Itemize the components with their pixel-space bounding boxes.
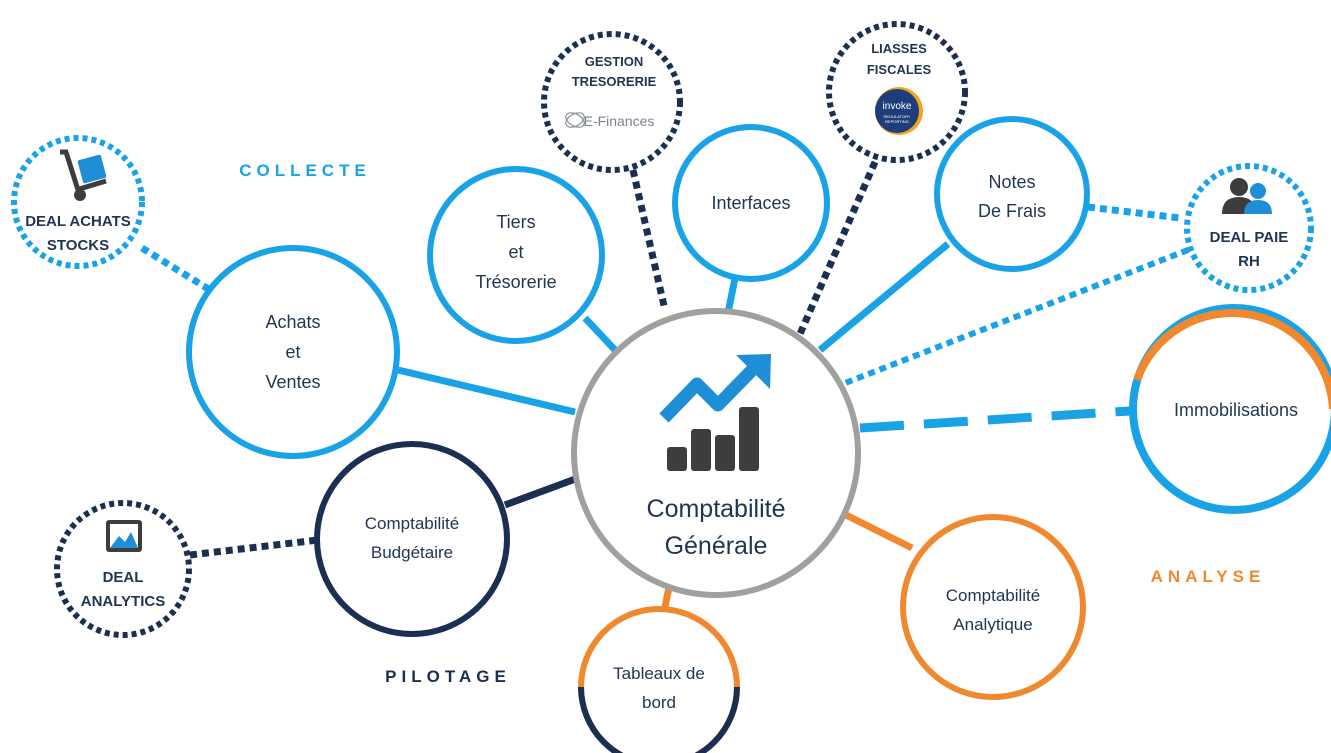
center-node-comptabilite-generale[interactable]: Comptabilité Générale: [571, 308, 861, 598]
connector-budgetaire: [503, 474, 580, 509]
node-interfaces[interactable]: Interfaces: [672, 124, 830, 282]
satellite-liasses-fiscales[interactable]: LIASSES FISCALES invoke REGULATORY REPOR…: [826, 21, 968, 163]
node-achats-et-ventes[interactable]: Achats et Ventes: [186, 245, 400, 459]
connector-gestion-tresorerie: [629, 169, 669, 311]
connector-achats: [397, 366, 576, 416]
satellite-deal-achats-line2: STOCKS: [47, 237, 109, 254]
connector-deal-analytics: [189, 536, 319, 559]
node-notes-line2: De Frais: [978, 201, 1046, 221]
node-interfaces-label: Interfaces: [711, 193, 790, 213]
node-achats-line2: et: [285, 342, 300, 362]
node-analytique-line1: Comptabilité: [946, 586, 1041, 605]
node-comptabilite-budgetaire[interactable]: Comptabilité Budgétaire: [314, 441, 510, 637]
satellite-deal-paie-line1: DEAL PAIE: [1210, 229, 1289, 246]
connector-deal-paie-center: [838, 247, 1190, 388]
connectors: [140, 160, 1190, 613]
node-analytique-line2: Analytique: [953, 615, 1032, 634]
satellite-gestion-line2: TRESORERIE: [572, 74, 657, 89]
node-tiers-line1: Tiers: [496, 212, 535, 232]
satellite-deal-analytics-line1: DEAL: [103, 569, 144, 586]
connector-immobilisations: [859, 406, 1131, 433]
connector-deal-paie-notes: [1087, 203, 1181, 222]
growth-chart-icon: [659, 354, 771, 471]
section-label-pilotage: PILOTAGE: [385, 667, 511, 686]
node-tiers-line3: Trésorerie: [475, 272, 556, 292]
center-title-line1: Comptabilité: [647, 495, 786, 523]
satellite-deal-analytics[interactable]: DEAL ANALYTICS: [54, 500, 192, 638]
connector-tiers: [582, 315, 618, 353]
node-notes-line1: Notes: [988, 172, 1035, 192]
hand-truck-icon: [60, 149, 107, 201]
node-tableaux-de-bord[interactable]: Tableaux de bord: [578, 606, 740, 753]
section-label-analyse: ANALYSE: [1151, 567, 1266, 586]
invoke-logo-sub1: REGULATORY: [883, 114, 910, 119]
node-achats-line3: Ventes: [265, 372, 320, 392]
analytics-screen-icon: [106, 520, 142, 552]
connector-deal-achats: [140, 245, 212, 293]
node-budgetaire-line2: Budgétaire: [371, 543, 453, 562]
node-tableaux-line1: Tableaux de: [613, 664, 705, 683]
node-notes-de-frais[interactable]: Notes De Frais: [934, 116, 1090, 272]
node-tiers-line2: et: [508, 242, 523, 262]
node-tableaux-line2: bord: [642, 693, 676, 712]
invoke-logo-sub2: REPORTING: [885, 119, 909, 124]
invoke-logo: invoke REGULATORY REPORTING: [875, 87, 923, 135]
efinances-logo: E-Finances: [565, 112, 655, 129]
node-budgetaire-line1: Comptabilité: [365, 514, 460, 533]
satellite-deal-achats-line1: DEAL ACHATS: [25, 213, 131, 230]
node-immobilisations-label: Immobilisations: [1174, 400, 1298, 420]
satellite-deal-achats-stocks[interactable]: DEAL ACHATS STOCKS: [11, 135, 145, 269]
node-achats-line1: Achats: [265, 312, 320, 332]
satellite-deal-paie-rh[interactable]: DEAL PAIE RH: [1184, 163, 1314, 293]
section-label-collecte: COLLECTE: [239, 161, 371, 180]
node-immobilisations[interactable]: Immobilisations: [1129, 304, 1331, 514]
connector-notes: [817, 241, 951, 353]
satellite-gestion-tresorerie[interactable]: GESTION TRESORERIE E-Finances: [541, 31, 683, 173]
satellite-deal-paie-line2: RH: [1238, 253, 1260, 270]
center-title-line2: Générale: [665, 532, 768, 560]
connector-analytique: [840, 509, 914, 552]
connector-liasses: [796, 160, 879, 336]
satellite-liasses-line1: LIASSES: [871, 41, 927, 56]
efinances-logo-text: E-Finances: [584, 113, 655, 129]
satellite-gestion-line1: GESTION: [585, 54, 644, 69]
invoke-logo-text: invoke: [883, 101, 912, 112]
satellite-liasses-line2: FISCALES: [867, 62, 932, 77]
satellite-deal-analytics-line2: ANALYTICS: [81, 593, 165, 610]
node-comptabilite-analytique[interactable]: Comptabilité Analytique: [900, 514, 1086, 700]
node-tiers-et-tresorerie[interactable]: Tiers et Trésorerie: [427, 166, 605, 344]
users-icon: [1222, 178, 1272, 214]
